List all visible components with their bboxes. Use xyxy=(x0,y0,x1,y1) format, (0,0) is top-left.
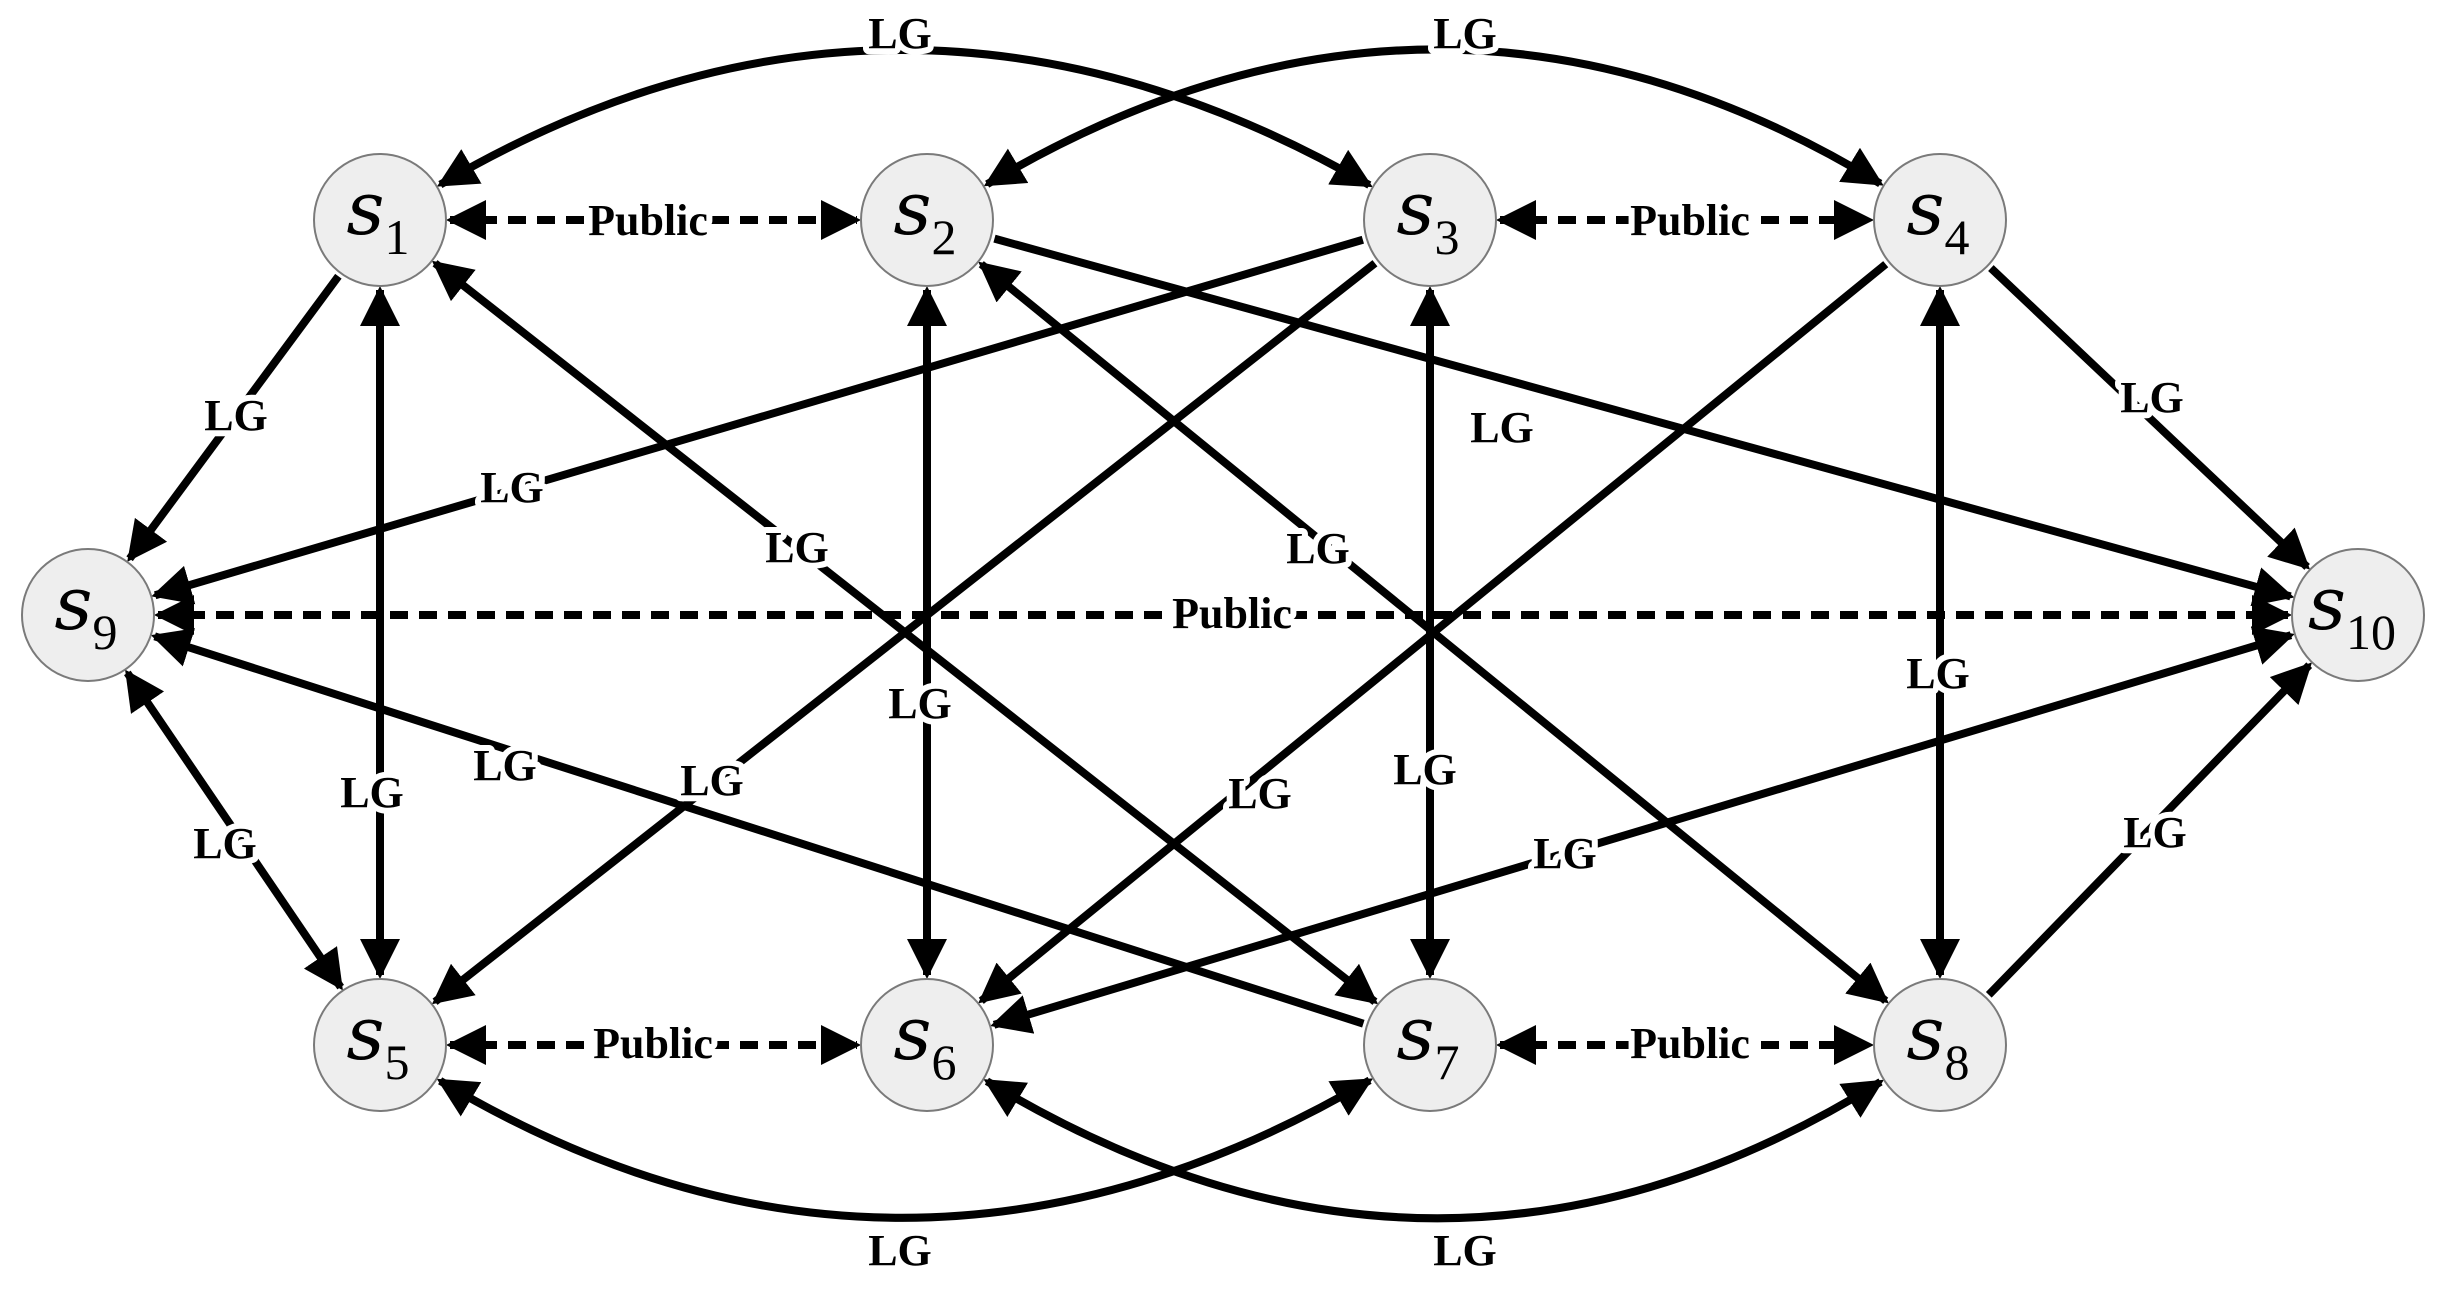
node-label-s9: s9 xyxy=(55,561,118,660)
node-circle-s4 xyxy=(1873,153,2007,287)
edge-label-s2-s10: LG xyxy=(1470,403,1534,452)
node-index-s8: 8 xyxy=(1944,1034,1969,1090)
edge-s10-s6 xyxy=(990,626,2295,1034)
edge-s1-s9 xyxy=(126,273,342,562)
edge-label-s2-s4: LG xyxy=(1433,9,1497,58)
node-label-s6: s6 xyxy=(894,991,957,1090)
edge-label-s4-s10: LG xyxy=(2120,373,2184,422)
node-index-s9: 9 xyxy=(92,604,117,660)
edge-label-s1-s9: LG xyxy=(204,391,268,440)
node-letter-s4: s xyxy=(1907,166,1945,252)
node-circle-s5 xyxy=(313,978,447,1112)
edge-label-s6-s8: LG xyxy=(1433,1226,1497,1275)
node-label-s8: s8 xyxy=(1907,991,1970,1090)
node-circle-s10 xyxy=(2291,548,2425,682)
node-letter-s7: s xyxy=(1397,991,1435,1077)
node-s4: s4 xyxy=(1873,153,2007,287)
node-s8: s8 xyxy=(1873,978,2007,1112)
node-letter-s8: s xyxy=(1907,991,1945,1077)
edge-label-s8-s10: LG xyxy=(2123,808,2187,857)
edge-label-s9-s10: Public xyxy=(1172,589,1292,638)
edge-label-s4-s6: LG xyxy=(1228,769,1292,818)
node-s6: s6 xyxy=(860,978,994,1112)
node-label-s2: s2 xyxy=(894,166,957,265)
node-index-s6: 6 xyxy=(931,1034,956,1090)
node-index-s3: 3 xyxy=(1434,209,1459,265)
edge-label-s5-s7: LG xyxy=(868,1226,932,1275)
node-label-s5: s5 xyxy=(347,991,410,1090)
node-index-s10: 10 xyxy=(2346,604,2396,660)
node-s7: s7 xyxy=(1363,978,1497,1112)
edge-label-s10-s6: LG xyxy=(1533,829,1597,878)
node-label-s10: s10 xyxy=(2308,561,2396,660)
node-index-s7: 7 xyxy=(1434,1034,1459,1090)
node-circle-s9 xyxy=(21,548,155,682)
edge-label-s8-s2: LG xyxy=(1286,524,1350,573)
edge-layer xyxy=(124,45,2313,1223)
edge-label-s1-s2: Public xyxy=(588,196,708,245)
node-s1: s1 xyxy=(313,153,447,287)
edge-label-s7-s8: Public xyxy=(1630,1019,1750,1068)
node-index-s2: 2 xyxy=(931,209,956,265)
edge-label-s4-s8: LG xyxy=(1906,649,1970,698)
node-index-s5: 5 xyxy=(384,1034,409,1090)
edge-s2-s10 xyxy=(993,234,2295,607)
edge-label-s3-s4: Public xyxy=(1630,196,1750,245)
node-s10: s10 xyxy=(2291,548,2425,682)
edge-s5-s7 xyxy=(436,1076,1374,1222)
edge-label-s5-s6: Public xyxy=(593,1019,713,1068)
edge-s4-s10 xyxy=(1988,265,2311,570)
edge-label-s3-s9: LG xyxy=(480,463,544,512)
edge-s2-s4 xyxy=(983,45,1884,188)
node-s9: s9 xyxy=(21,548,155,682)
node-letter-s9: s xyxy=(55,561,93,647)
node-letter-s3: s xyxy=(1397,166,1435,252)
node-circle-s2 xyxy=(860,153,994,287)
edge-label-s1-s3: LG xyxy=(868,9,932,58)
node-letter-s10: s xyxy=(2308,561,2346,647)
node-label-s1: s1 xyxy=(347,166,410,265)
edge-s9-s5 xyxy=(124,669,344,991)
edge-s1-s3 xyxy=(436,46,1373,189)
node-index-s4: 4 xyxy=(1944,209,1969,265)
node-circle-s1 xyxy=(313,153,447,287)
node-circle-s6 xyxy=(860,978,994,1112)
node-index-s1: 1 xyxy=(384,209,409,265)
edge-label-s7-s1: LG xyxy=(765,523,829,572)
node-label-s4: s4 xyxy=(1907,166,1970,265)
node-letter-s6: s xyxy=(894,991,932,1077)
edge-label-s7-s9: LG xyxy=(473,741,537,790)
node-label-s7: s7 xyxy=(1397,991,1460,1090)
edge-label-s3-s5: LG xyxy=(680,756,744,805)
node-s2: s2 xyxy=(860,153,994,287)
node-circle-s8 xyxy=(1873,978,2007,1112)
edge-label-s1-s5: LG xyxy=(340,768,404,817)
node-circle-s3 xyxy=(1363,153,1497,287)
edge-label-s9-s5: LG xyxy=(193,819,257,868)
node-s3: s3 xyxy=(1363,153,1497,287)
edge-s6-s8 xyxy=(983,1077,1884,1223)
edge-label-s2-s6: LG xyxy=(888,679,952,728)
node-circle-s7 xyxy=(1363,978,1497,1112)
node-s5: s5 xyxy=(313,978,447,1112)
node-letter-s2: s xyxy=(894,166,932,252)
node-letter-s5: s xyxy=(347,991,385,1077)
node-letter-s1: s xyxy=(347,166,385,252)
node-label-s3: s3 xyxy=(1397,166,1460,265)
edge-label-s3-s7: LG xyxy=(1393,745,1457,794)
